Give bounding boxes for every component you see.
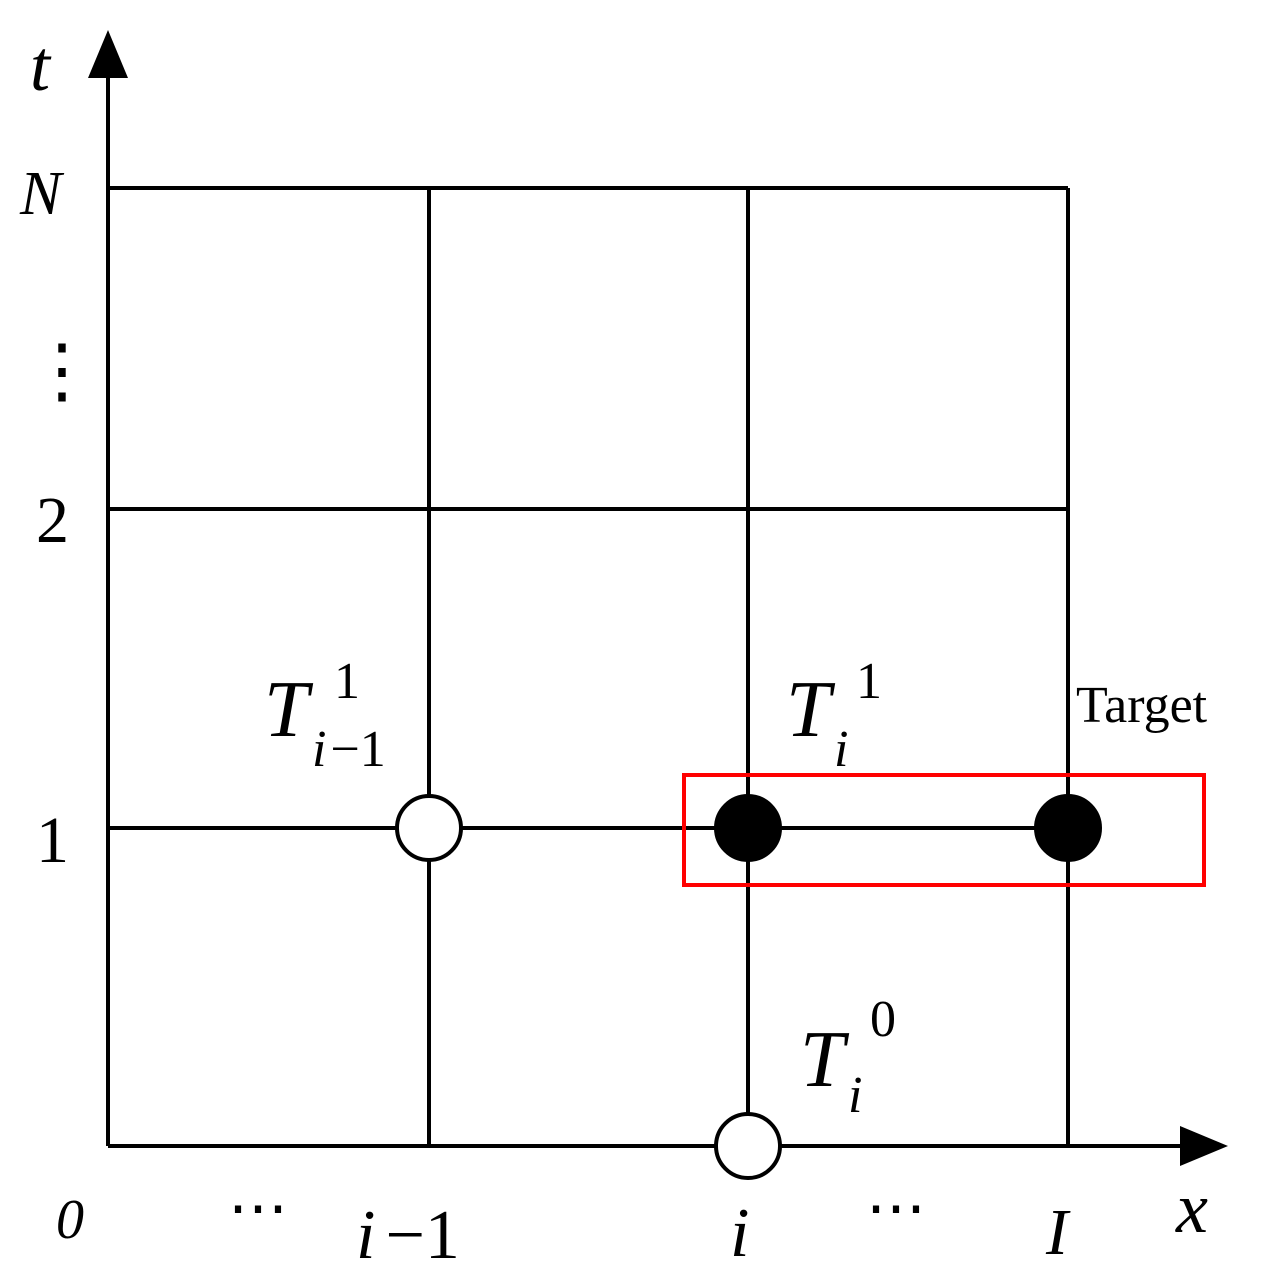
t-tick-1: 1 [36, 804, 69, 877]
x-tick-i-minus-1-var: i [356, 1197, 375, 1274]
t-tick-2: 2 [36, 484, 69, 557]
x-tick-dots-left: ⋯ [228, 1175, 288, 1241]
label-T-i-superscript-1: T 1 i [786, 653, 882, 778]
label-T-i-minus-1-sub-offset: −1 [330, 721, 385, 778]
open-node-i-minus-1-level-1 [395, 794, 463, 862]
label-T-i-minus-1-sub-var: i [312, 721, 326, 778]
label-T-i-minus-1-superscript-1: T 1 i−1 [264, 653, 386, 778]
label-T-i-minus-1-sup: 1 [334, 653, 360, 710]
target-box [682, 773, 1206, 887]
origin-label: 0 [56, 1189, 84, 1251]
x-axis-arrowhead [1180, 1126, 1228, 1166]
x-tick-i: i [730, 1195, 749, 1272]
x-axis-label: x [1175, 1168, 1208, 1248]
t-tick-vdots: ⋮ [26, 331, 98, 411]
x-tick-i-minus-1: i−1 [356, 1197, 460, 1274]
t-tick-N: N [19, 160, 65, 228]
label-T-i-minus-1-main: T [264, 666, 314, 754]
filled-node-I-level-1 [1034, 794, 1102, 862]
grid-lines [108, 186, 1070, 1146]
label-T-i-0-sup: 0 [870, 991, 896, 1048]
open-node-i-level-0 [714, 1112, 782, 1180]
label-T-i-1-sup: 1 [856, 653, 882, 710]
label-T-i-0-sub: i [848, 1067, 862, 1124]
label-T-i-superscript-0: T 0 i [800, 991, 896, 1124]
target-label: Target [1076, 677, 1208, 734]
filled-node-i-level-1 [714, 794, 782, 862]
x-tick-I: I [1045, 1196, 1071, 1269]
x-tick-dots-right: ⋯ [866, 1175, 926, 1241]
x-tick-i-minus-1-offset: −1 [385, 1197, 459, 1274]
label-T-i-1-main: T [786, 666, 836, 754]
axes [106, 70, 1192, 1148]
label-T-i-minus-1-sub: i−1 [312, 721, 386, 778]
label-T-i-0-main: T [800, 1016, 850, 1104]
label-T-i-1-sub: i [834, 721, 848, 778]
t-axis-arrowhead [88, 30, 128, 78]
t-axis-label: t [30, 26, 52, 106]
